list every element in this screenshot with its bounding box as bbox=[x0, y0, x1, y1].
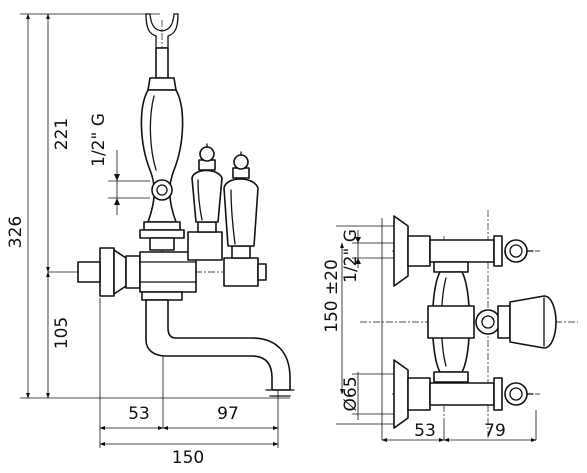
top-dim-diameter-label: Ø65 bbox=[341, 376, 361, 411]
diverter-handle bbox=[187, 143, 223, 261]
thread-connection bbox=[151, 179, 173, 201]
top-dim-79-label: 79 bbox=[484, 421, 506, 441]
top-extension-lines bbox=[336, 218, 537, 440]
front-handle bbox=[475, 295, 557, 349]
central-body bbox=[427, 261, 475, 383]
upper-wall-connection bbox=[393, 215, 534, 287]
dim-221-label: 221 bbox=[52, 118, 72, 150]
spout bbox=[141, 291, 295, 397]
dim-326-label: 326 bbox=[6, 216, 26, 248]
dim-97-label: 97 bbox=[217, 404, 239, 424]
dim-150-label: 150 bbox=[172, 448, 204, 468]
faucet-body bbox=[77, 247, 197, 297]
top-dim-53-label: 53 bbox=[414, 421, 436, 441]
dim-53-label: 53 bbox=[128, 404, 150, 424]
dim-thread-label: 1/2" G bbox=[89, 113, 109, 167]
tap-handle bbox=[223, 151, 267, 287]
lower-wall-connection bbox=[393, 359, 534, 429]
faucet-column bbox=[139, 47, 185, 251]
top-view: 1/2" G 150 ±20 Ø65 53 79 bbox=[322, 210, 578, 442]
top-dim-center-label: 150 ±20 bbox=[322, 259, 342, 333]
dim-105-label: 105 bbox=[52, 317, 72, 349]
side-view: 326 221 105 1/2" G 53 97 150 bbox=[6, 13, 295, 468]
top-dim-thread-label: 1/2" G bbox=[341, 229, 361, 283]
